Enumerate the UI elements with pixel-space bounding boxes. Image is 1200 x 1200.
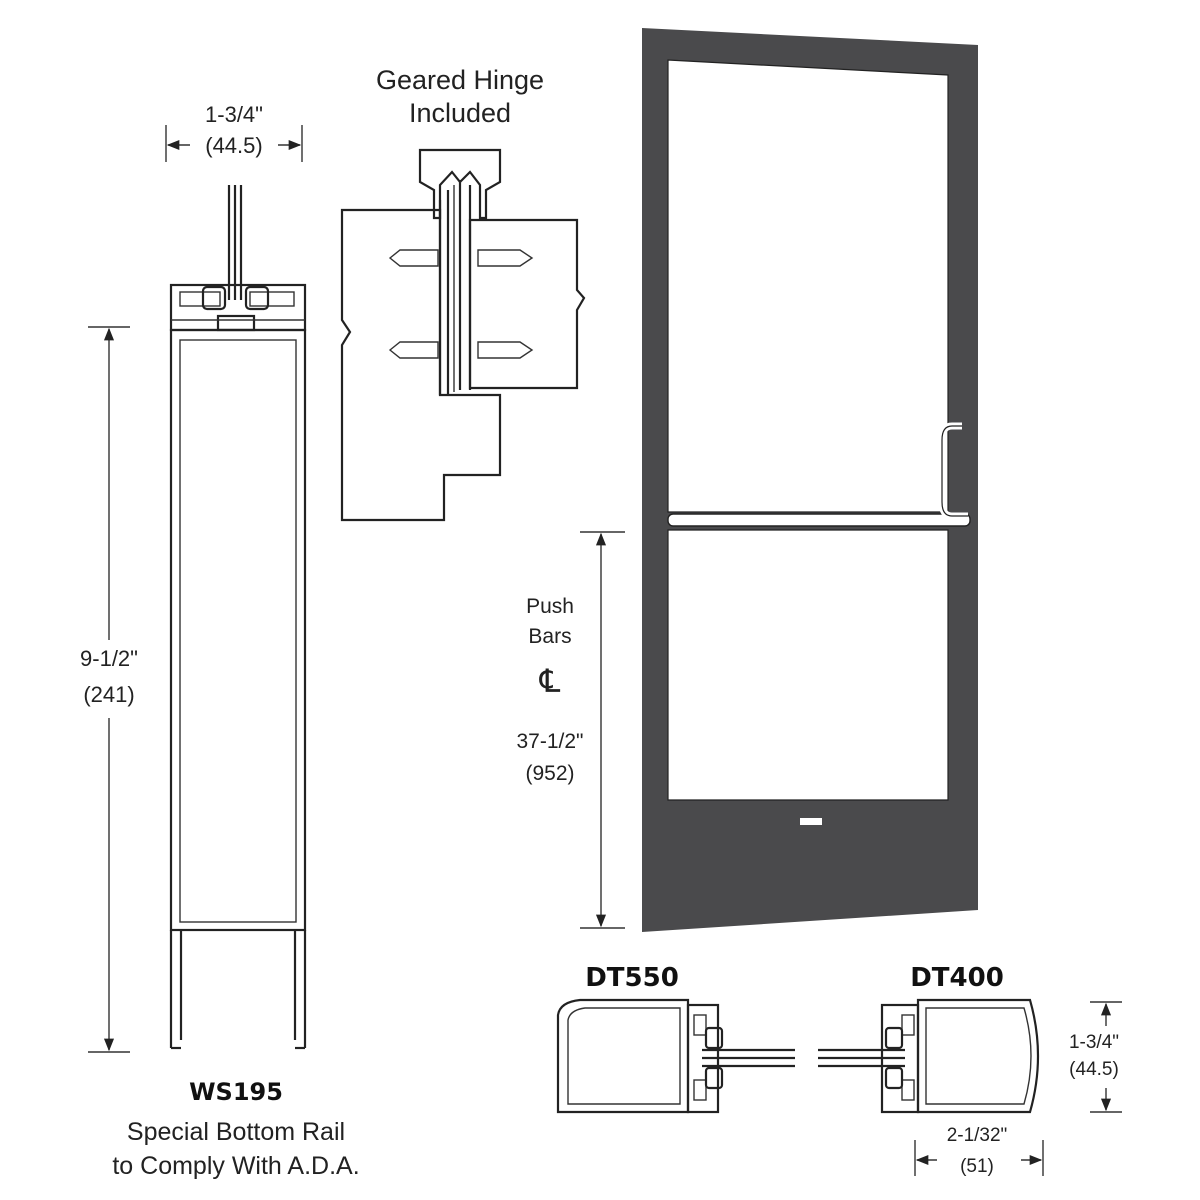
push-bars-label-line1: Push bbox=[526, 595, 574, 618]
ws195-glass bbox=[227, 185, 243, 300]
dt400-width-label: 2-1/32" bbox=[947, 1125, 1008, 1146]
dt550-stile bbox=[556, 998, 690, 1114]
push-bar-height-dimension: Push Bars ℄ 37-1/2" (952) bbox=[510, 531, 625, 929]
ws195-height-label: 9-1/2" bbox=[80, 646, 138, 671]
ws195-caption-line1: Special Bottom Rail bbox=[127, 1118, 345, 1146]
push-bar-height-label: 37-1/2" bbox=[517, 730, 584, 753]
ws195-caption-line2: to Comply With A.D.A. bbox=[112, 1152, 359, 1180]
ws195-height-metric: (241) bbox=[83, 682, 134, 707]
door-lower-glass bbox=[667, 529, 949, 801]
hinge-screw-upper bbox=[388, 249, 534, 267]
push-bar[interactable] bbox=[667, 513, 971, 527]
ws195-width-label: 1-3/4" bbox=[205, 102, 263, 127]
push-bar-height-metric: (952) bbox=[525, 762, 574, 785]
hinge-title-line2: Included bbox=[409, 98, 511, 128]
ws195-rail-body bbox=[169, 328, 307, 1050]
door-elevation: Push Bars ℄ 37-1/2" (952) bbox=[510, 28, 978, 932]
hinge-knuckle bbox=[418, 148, 502, 220]
dt400-depth-label: 1-3/4" bbox=[1069, 1032, 1119, 1053]
door-upper-glass bbox=[667, 59, 949, 513]
dt550-section: DT550 bbox=[556, 963, 795, 1114]
ws195-width-dimension: 1-3/4" (44.5) bbox=[165, 102, 303, 162]
hinge-frame-leaf bbox=[468, 218, 586, 390]
dt400-width-metric: (51) bbox=[960, 1156, 994, 1177]
dt400-stile bbox=[916, 998, 1040, 1114]
ws195-model-label: WS195 bbox=[189, 1078, 283, 1106]
ws195-height-dimension: 9-1/2" (241) bbox=[80, 326, 138, 1053]
door-lock-slot bbox=[800, 818, 822, 825]
ws195-glazing-head bbox=[169, 283, 307, 332]
ws195-width-metric: (44.5) bbox=[205, 133, 262, 158]
hinge-door-leaf bbox=[340, 208, 502, 522]
dt550-model-label: DT550 bbox=[585, 963, 679, 993]
dt400-depth-dimension: 1-3/4" (44.5) bbox=[1069, 1001, 1122, 1113]
centerline-symbol: ℄ bbox=[539, 663, 561, 699]
dt400-width-dimension: 2-1/32" (51) bbox=[914, 1125, 1044, 1177]
dt400-depth-metric: (44.5) bbox=[1069, 1059, 1119, 1080]
hinge-screw-lower bbox=[388, 341, 534, 359]
dt400-model-label: DT400 bbox=[910, 963, 1004, 993]
hinge-title-line1: Geared Hinge bbox=[376, 65, 544, 95]
ws195-section: 1-3/4" (44.5) bbox=[80, 102, 360, 1180]
push-bars-label-line2: Bars bbox=[528, 625, 571, 648]
dt400-section: DT400 1-3/4" (44.5) 2-1/32" (51) bbox=[818, 963, 1122, 1177]
geared-hinge-section: Geared Hinge Included bbox=[340, 65, 586, 522]
